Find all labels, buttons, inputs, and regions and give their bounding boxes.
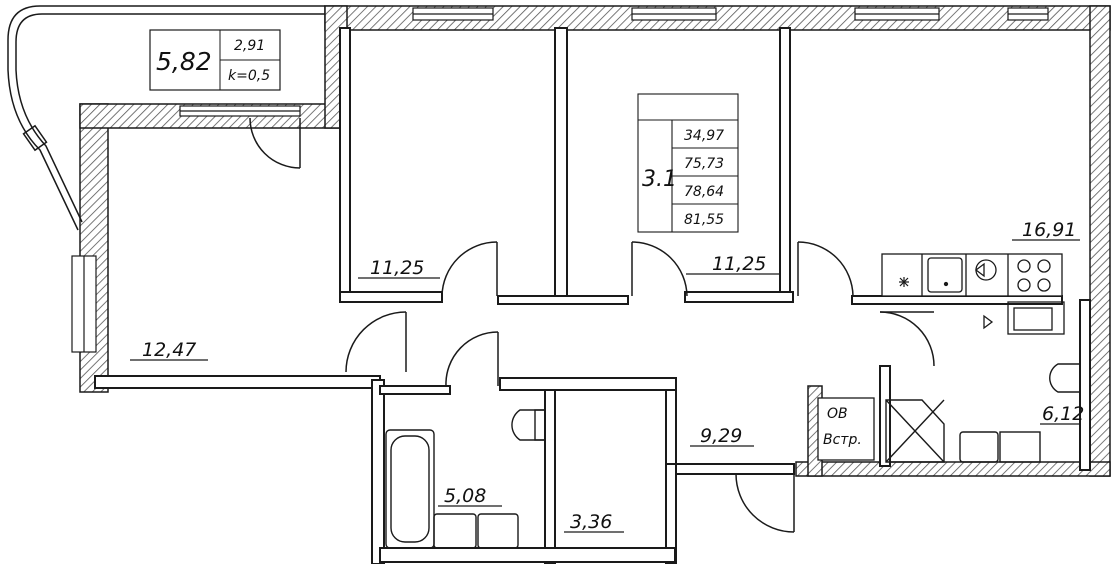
balcony-area: 5,82 xyxy=(156,47,212,76)
appliance-icon xyxy=(983,301,1065,335)
room-area-bedroom-left: 11,25 xyxy=(370,257,424,279)
room-area-bedroom-middle: 11,25 xyxy=(712,253,766,275)
interior-walls xyxy=(94,27,1091,564)
shaft-label-top: ОВ xyxy=(827,406,848,422)
room-area-bathroom-left: 5,08 xyxy=(444,485,486,507)
stove-icon xyxy=(1017,259,1051,292)
toilet-right-icon xyxy=(1049,363,1080,393)
kitchen-sink-icon xyxy=(927,257,963,293)
balcony-effective-area: 2,91 xyxy=(234,38,265,54)
summary-value-3: 78,64 xyxy=(684,184,724,200)
room-area-wardrobe: 3,36 xyxy=(570,511,612,533)
shaft-label-bottom: Встр. xyxy=(823,432,862,448)
windows-top xyxy=(71,7,1049,353)
apartment-code: 3.1 xyxy=(642,167,677,192)
faucet-icon xyxy=(974,259,997,281)
ventilation-shaft xyxy=(817,397,875,461)
summary-table xyxy=(637,93,739,233)
bathtub-icon xyxy=(385,429,435,549)
balcony xyxy=(7,5,325,231)
room-labels xyxy=(130,239,1080,533)
summary-value-1: 34,97 xyxy=(684,128,724,144)
shower-icon xyxy=(885,399,945,463)
room-area-kitchen: 16,91 xyxy=(1022,219,1076,241)
room-area-living: 12,47 xyxy=(142,339,196,361)
door-swings xyxy=(249,117,935,533)
summary-value-4: 81,55 xyxy=(684,212,724,228)
kitchen-counter xyxy=(881,253,1063,297)
toilet-left-icon xyxy=(511,409,546,441)
double-sink-icon xyxy=(433,513,519,549)
room-area-hallway: 9,29 xyxy=(700,425,742,447)
balcony-coefficient: k=0,5 xyxy=(228,68,270,84)
sink-right-icon xyxy=(959,431,1041,463)
room-area-bathroom-right: 6,12 xyxy=(1042,403,1084,425)
summary-value-2: 75,73 xyxy=(684,156,724,172)
snowflake-icon xyxy=(899,277,909,287)
